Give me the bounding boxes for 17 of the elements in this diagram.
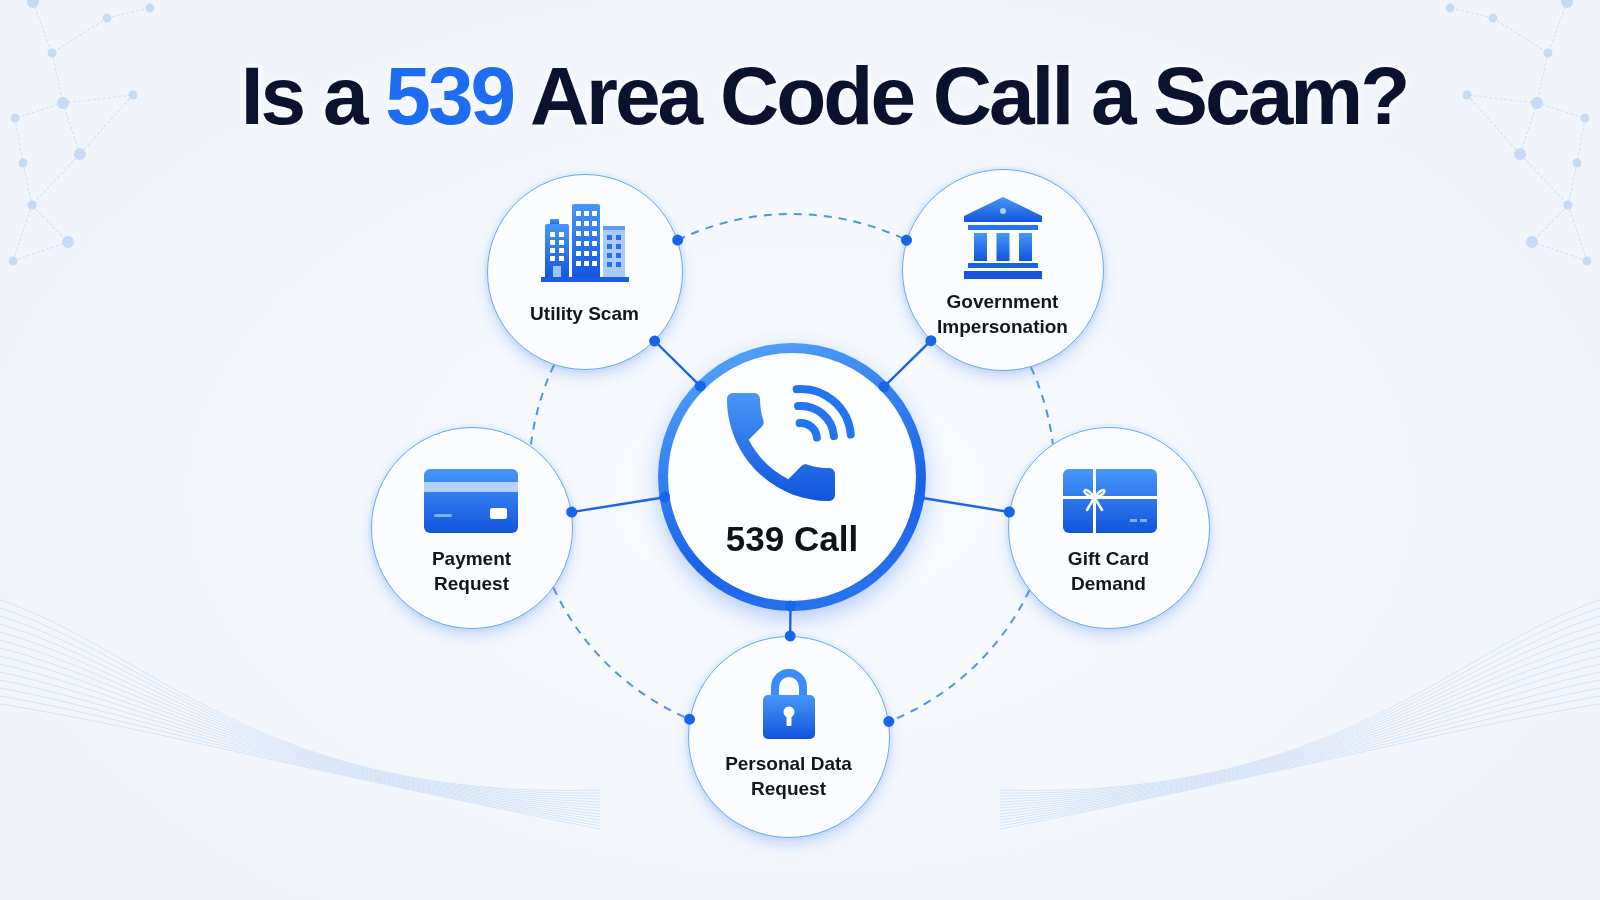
connector-line <box>883 589 1031 727</box>
node-label: Government Impersonation <box>936 290 1069 339</box>
connector-line <box>672 213 912 246</box>
page-title: Is a 539 Area Code Call a Scam? <box>239 55 1409 137</box>
node-label: Payment Request <box>430 547 513 596</box>
node-label: Utility Scam <box>529 302 640 326</box>
connector-line <box>529 364 555 447</box>
connector-line <box>1029 366 1054 445</box>
node-label: Gift Card Demand <box>1066 547 1151 596</box>
hub-label: 539 Call <box>724 519 860 559</box>
connector-line <box>878 335 937 393</box>
node-label: Personal Data Request <box>724 752 853 801</box>
connector-line <box>552 586 696 725</box>
connector-line <box>913 492 1015 518</box>
connector-line <box>649 335 706 392</box>
connector-line <box>784 600 796 642</box>
connector-line <box>566 491 671 518</box>
